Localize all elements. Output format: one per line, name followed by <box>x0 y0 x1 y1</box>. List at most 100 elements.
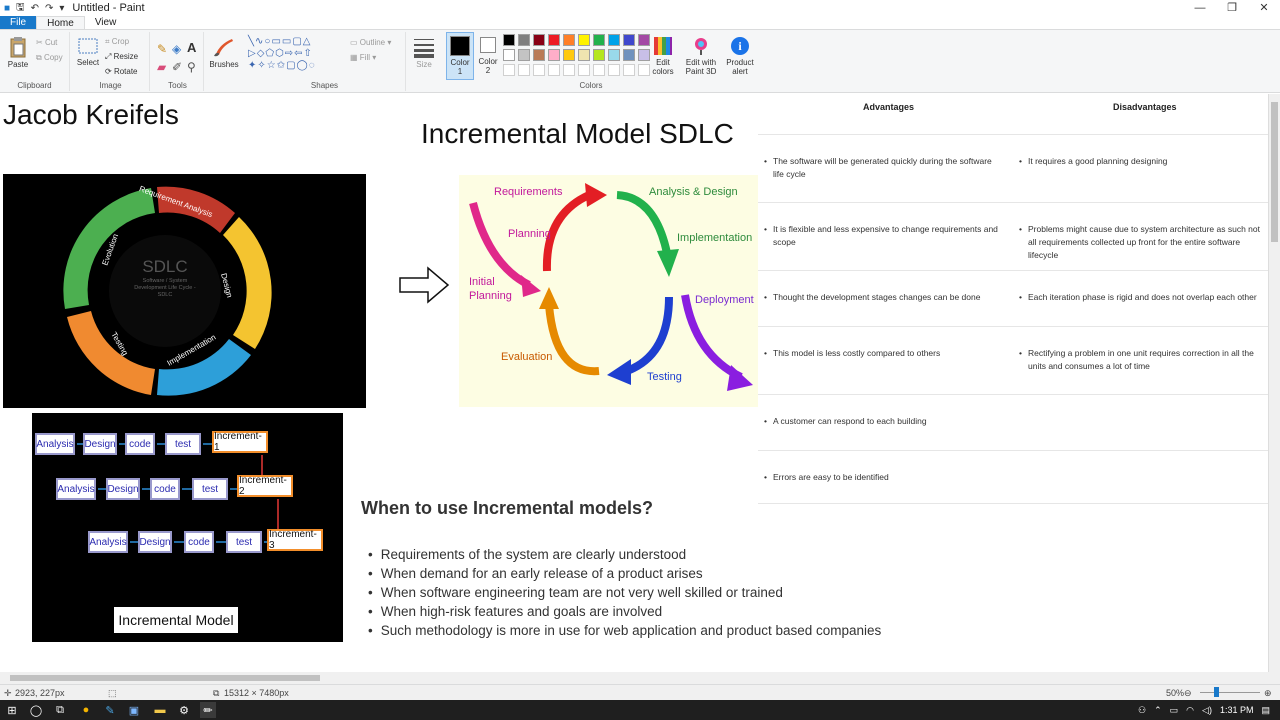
horizontal-scrollbar[interactable] <box>0 672 1280 684</box>
network-icon[interactable]: ▭ <box>1169 704 1179 715</box>
custom-color-swatch[interactable] <box>593 64 605 76</box>
redo-icon[interactable]: ↷ <box>44 2 54 14</box>
horizontal-scroll-thumb[interactable] <box>10 675 320 681</box>
minimize-button[interactable]: — <box>1194 2 1206 14</box>
volume-icon[interactable]: ◁) <box>1202 704 1212 715</box>
shapes-gallery[interactable]: ╲∿○▭▭▢△ ▷◇⬠⬡⇨⇦⇧ ✦✧☆✩▢◯◌ <box>248 36 346 76</box>
custom-color-swatch[interactable] <box>503 64 515 76</box>
wifi-icon[interactable]: ◠ <box>1186 704 1195 715</box>
slide-title: Incremental Model SDLC <box>421 118 734 149</box>
edit-colors-button[interactable]: Edit colors <box>650 36 676 76</box>
outline-button[interactable]: ▭ Outline ▾ <box>350 38 392 47</box>
zoom-slider-track[interactable] <box>1200 692 1260 693</box>
vertical-scrollbar[interactable] <box>1268 94 1280 672</box>
chrome-icon[interactable]: ● <box>82 704 90 716</box>
tab-home[interactable]: Home <box>36 16 85 29</box>
task-view-icon[interactable]: ⧉ <box>56 703 64 716</box>
copy-button[interactable]: ⧉ Copy <box>36 53 63 63</box>
crop-button[interactable]: ⌗ Crop <box>105 37 129 47</box>
cut-button[interactable]: ✂ Cut <box>36 38 57 47</box>
custom-color-swatch[interactable] <box>563 64 575 76</box>
color-swatch[interactable] <box>578 34 590 46</box>
close-button[interactable]: ✕ <box>1259 2 1269 14</box>
color-picker-icon[interactable]: ✐ <box>172 60 183 74</box>
resize-button[interactable]: ⤢ Resize <box>105 52 138 62</box>
tab-file[interactable]: File <box>0 16 37 29</box>
color-swatch[interactable] <box>503 49 515 61</box>
svg-text:i: i <box>738 39 742 53</box>
inc-step-box: test <box>192 478 228 500</box>
color-swatch[interactable] <box>638 49 650 61</box>
teams-icon[interactable]: ▣ <box>128 704 140 717</box>
search-icon[interactable]: ◯ <box>29 704 43 717</box>
color-swatch[interactable] <box>518 34 530 46</box>
zoom-slider-thumb[interactable] <box>1214 687 1219 697</box>
color-swatch[interactable] <box>533 34 545 46</box>
color-swatch[interactable] <box>593 34 605 46</box>
people-icon[interactable]: ⚇ <box>1138 704 1147 715</box>
custom-color-swatch[interactable] <box>608 64 620 76</box>
undo-icon[interactable]: ↶ <box>30 2 39 14</box>
line-shape-icon[interactable]: ╲∿○▭▭▢△ <box>248 36 312 47</box>
rotate-button[interactable]: ⟳ Rotate <box>105 67 138 76</box>
brushes-button[interactable]: Brushes <box>208 36 240 69</box>
windows-start-icon[interactable]: ⊞ <box>7 704 17 717</box>
settings-icon[interactable]: ⚙ <box>179 704 189 717</box>
color-swatch[interactable] <box>548 49 560 61</box>
info-icon: i <box>731 37 749 55</box>
custom-color-swatch[interactable] <box>518 64 530 76</box>
ribbon-tabs: File Home View <box>0 16 1280 30</box>
restore-button[interactable]: ❐ <box>1227 2 1237 14</box>
color-swatch[interactable] <box>548 34 560 46</box>
color-swatch[interactable] <box>608 49 620 61</box>
customize-qat-icon[interactable]: ▾ <box>59 2 65 14</box>
custom-color-swatch[interactable] <box>623 64 635 76</box>
color-swatch[interactable] <box>608 34 620 46</box>
zoom-out-button[interactable]: ⊖ <box>1184 688 1192 698</box>
color2-button[interactable]: Color 2 <box>476 32 500 80</box>
color1-button[interactable]: Color 1 <box>446 32 474 80</box>
vertical-scroll-thumb[interactable] <box>1271 102 1278 242</box>
custom-color-swatch[interactable] <box>548 64 560 76</box>
product-alert-button[interactable]: i Product alert <box>724 36 756 76</box>
eraser-icon[interactable]: ▰ <box>157 60 167 74</box>
polygon-shape-icon[interactable]: ▷◇⬠⬡⇨⇦⇧ <box>248 48 313 59</box>
table-row: It is flexible and less expensive to cha… <box>758 202 1268 270</box>
edit-paint3d-button[interactable]: Edit with Paint 3D <box>682 36 720 76</box>
color-swatch[interactable] <box>593 49 605 61</box>
app-icon[interactable]: ✎ <box>105 704 115 717</box>
crop-icon: ⌗ <box>105 37 112 46</box>
save-icon[interactable]: 🖫 <box>16 1 25 13</box>
color-swatch[interactable] <box>638 34 650 46</box>
drawing-canvas[interactable]: Jacob Kreifels Incremental Model SDLC SD… <box>0 94 1268 672</box>
text-tool-icon[interactable]: A <box>187 40 197 55</box>
color-swatch[interactable] <box>623 49 635 61</box>
clock[interactable]: 1:31 PM <box>1219 705 1254 715</box>
star-shape-icon[interactable]: ✦✧☆✩▢◯◌ <box>248 60 316 71</box>
color-swatch[interactable] <box>623 34 635 46</box>
fill-button[interactable]: ▦ Fill ▾ <box>350 53 377 62</box>
file-explorer-icon[interactable]: ▬ <box>154 704 166 716</box>
custom-color-swatch[interactable] <box>578 64 590 76</box>
custom-color-swatch[interactable] <box>533 64 545 76</box>
notification-icon[interactable]: ▤ <box>1261 704 1270 715</box>
color-swatch[interactable] <box>563 34 575 46</box>
chevron-up-icon[interactable]: ⌃ <box>1154 704 1162 715</box>
zoom-in-button[interactable]: ⊕ <box>1264 688 1272 698</box>
tab-view[interactable]: View <box>94 17 117 28</box>
paint-taskbar-icon[interactable]: ✏ <box>200 702 216 718</box>
color-swatch[interactable] <box>503 34 515 46</box>
zoom-level: 50% <box>1166 688 1185 698</box>
magnifier-icon[interactable]: ⚲ <box>187 60 196 74</box>
pencil-icon[interactable]: ✎ <box>157 42 168 56</box>
color-swatch[interactable] <box>563 49 575 61</box>
color-swatch[interactable] <box>533 49 545 61</box>
select-button[interactable]: Select <box>76 38 100 67</box>
shapes-group-label: Shapes <box>310 81 339 90</box>
fill-bucket-icon[interactable]: ◈ <box>172 42 182 56</box>
size-button[interactable]: Size <box>410 36 438 69</box>
color-swatch[interactable] <box>578 49 590 61</box>
paste-button[interactable]: Paste <box>4 36 32 69</box>
custom-color-swatch[interactable] <box>638 64 650 76</box>
color-swatch[interactable] <box>518 49 530 61</box>
